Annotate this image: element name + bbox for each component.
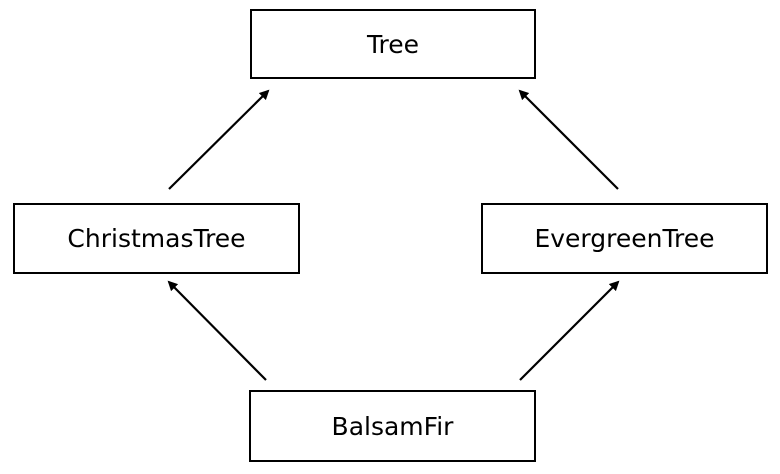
edge-balsamfir-to-christmastree: [167, 280, 267, 381]
node-evergreen-tree-label: EvergreenTree: [534, 224, 715, 253]
node-tree: Tree: [250, 9, 536, 79]
node-christmas-tree-label: ChristmasTree: [67, 224, 246, 253]
edge-evergreentree-to-tree: [518, 89, 619, 190]
node-evergreen-tree: EvergreenTree: [481, 203, 768, 274]
edge-balsamfir-to-evergreentree: [519, 280, 620, 381]
edge-christmastree-to-tree: [168, 89, 270, 190]
node-balsam-fir-label: BalsamFir: [331, 411, 454, 441]
node-christmas-tree: ChristmasTree: [13, 203, 300, 274]
node-balsam-fir: BalsamFir: [249, 390, 536, 462]
node-tree-label: Tree: [366, 29, 420, 59]
